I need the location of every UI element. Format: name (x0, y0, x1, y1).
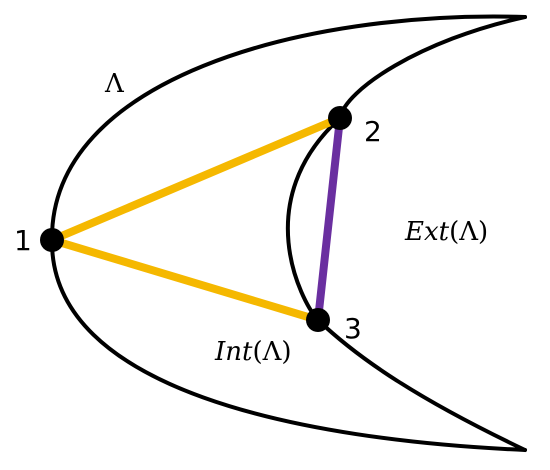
interior-label-arg: Λ (262, 337, 283, 367)
edge-1-2 (48, 114, 344, 244)
interior-label-fn: Int (214, 337, 253, 367)
exterior-label-arg: Λ (458, 217, 479, 247)
node-1 (40, 228, 64, 252)
exterior-label-open: ( (449, 217, 459, 247)
edge-1-3 (48, 236, 322, 324)
curve-label: Λ (104, 69, 125, 99)
inner-curve (286, 15, 527, 452)
node-3 (306, 308, 330, 332)
exterior-label: Ext(Λ) (404, 217, 488, 247)
node-2 (328, 106, 352, 130)
interior-label-close: ) (281, 337, 291, 367)
node-2-label: 2 (364, 115, 382, 148)
interior-label-open: ( (252, 337, 262, 367)
edge-2-3 (314, 114, 344, 324)
exterior-label-close: ) (478, 217, 488, 247)
interior-label: Int(Λ) (214, 337, 292, 367)
node-3-label: 3 (344, 312, 362, 345)
node-1-label: 1 (14, 224, 32, 257)
exterior-label-fn: Ext (404, 217, 450, 247)
